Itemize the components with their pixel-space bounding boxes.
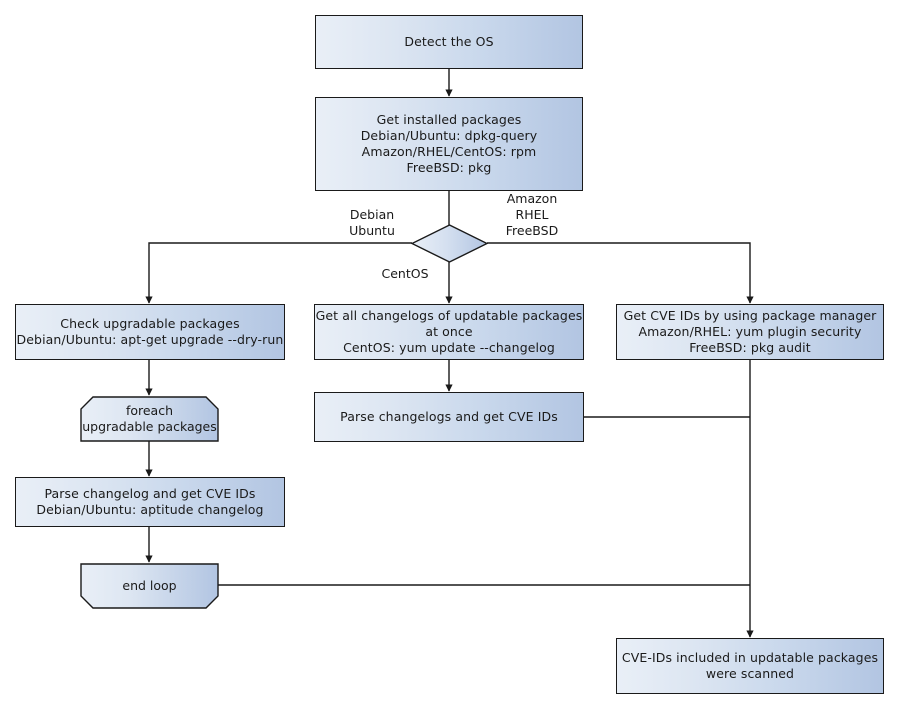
node-get-all-changelogs[interactable]: Get all changelogs of updatable packages…	[314, 304, 584, 360]
node-scan-result[interactable]: CVE-IDs included in updatable packages w…	[616, 638, 884, 694]
edge-decision-to-pkgmgr	[487, 242, 754, 304]
edge-label-amazon-rhel-freebsd: Amazon RHEL FreeBSD	[505, 191, 559, 238]
loop-start-shape	[80, 396, 219, 442]
node-parse-changelog-single[interactable]: Parse changelog and get CVE IDs Debian/U…	[15, 477, 285, 527]
node-parse-changelogs-multi[interactable]: Parse changelogs and get CVE IDs	[314, 392, 584, 442]
node-end-loop-label: end loop	[122, 578, 177, 593]
node-get-cve-package-manager[interactable]: Get CVE IDs by using package manager Ama…	[616, 304, 884, 360]
node-end-loop[interactable]: end loop	[80, 563, 219, 609]
node-os-decision[interactable]	[411, 224, 488, 263]
decision-diamond-shape	[411, 224, 488, 263]
node-check-upgradable-packages[interactable]: Check upgradable packages Debian/Ubuntu:…	[15, 304, 285, 360]
edge-label-centos: CentOS	[381, 266, 429, 281]
loop-end-shape	[80, 563, 219, 609]
node-detect-os[interactable]: Detect the OS	[315, 15, 583, 69]
node-foreach-loop-label: foreach upgradable packages	[82, 403, 217, 434]
edge-label-debian-ubuntu: Debian Ubuntu	[349, 207, 395, 238]
node-get-installed-packages[interactable]: Get installed packages Debian/Ubuntu: dp…	[315, 97, 583, 191]
node-foreach-loop-start[interactable]: foreach upgradable packages	[80, 396, 219, 442]
